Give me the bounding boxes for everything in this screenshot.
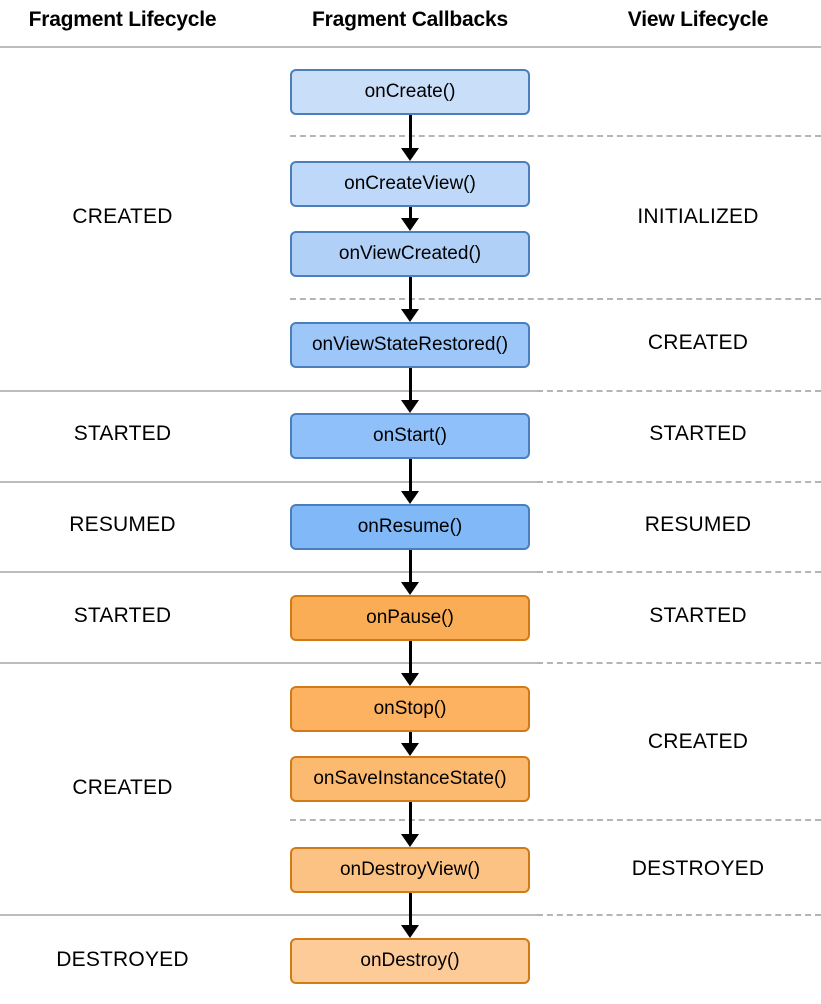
arrow-line-3	[409, 368, 412, 400]
header-fragment-callbacks: Fragment Callbacks	[312, 8, 508, 31]
arrow-line-9	[409, 893, 412, 925]
arrow-head-icon-7	[401, 743, 419, 756]
view-state-started-2: STARTED	[649, 422, 747, 445]
arrow-line-8	[409, 802, 412, 834]
arrow-line-2	[409, 277, 412, 309]
fragment-state-separator-1	[0, 481, 537, 483]
header-fragment-lifecycle: Fragment Lifecycle	[28, 8, 217, 31]
arrow-line-5	[409, 550, 412, 582]
callback-box-onstop[interactable]: onStop()	[290, 686, 530, 732]
view-state-resumed-3: RESUMED	[644, 513, 752, 536]
fragment-state-destroyed-5: DESTROYED	[56, 948, 189, 971]
callback-box-onstart[interactable]: onStart()	[290, 413, 530, 459]
arrow-head-icon-2	[401, 309, 419, 322]
arrow-head-icon-6	[401, 673, 419, 686]
header-divider	[0, 46, 821, 48]
view-state-initialized-0: INITIALIZED	[637, 205, 759, 228]
view-state-destroyed-6: DESTROYED	[631, 857, 765, 880]
fragment-state-started-1: STARTED	[73, 422, 172, 445]
view-state-separator-7	[537, 914, 821, 916]
view-state-separator-5	[537, 662, 821, 664]
arrow-head-icon-4	[401, 491, 419, 504]
arrow-line-1	[409, 207, 412, 218]
fragment-state-separator-2	[0, 571, 537, 573]
header-view-lifecycle: View Lifecycle	[627, 8, 769, 31]
callback-box-oncreateview[interactable]: onCreateView()	[290, 161, 530, 207]
view-state-started-4: STARTED	[649, 604, 747, 627]
callback-box-onresume[interactable]: onResume()	[290, 504, 530, 550]
arrow-line-7	[409, 732, 412, 743]
fragment-state-created-0: CREATED	[72, 205, 173, 228]
arrow-head-icon-8	[401, 834, 419, 847]
callback-box-onsaveinstancestate[interactable]: onSaveInstanceState()	[290, 756, 530, 802]
fragment-state-separator-3	[0, 662, 537, 664]
column-headers: Fragment Lifecycle Fragment Callbacks Vi…	[0, 0, 821, 47]
arrow-head-icon-5	[401, 582, 419, 595]
view-state-separator-4	[537, 571, 821, 573]
view-state-created-5: CREATED	[647, 730, 749, 753]
view-state-separator-0	[290, 135, 821, 137]
view-state-separator-2	[537, 390, 821, 392]
view-state-separator-3	[537, 481, 821, 483]
arrow-head-icon-3	[401, 400, 419, 413]
callback-box-onpause[interactable]: onPause()	[290, 595, 530, 641]
fragment-state-separator-0	[0, 390, 537, 392]
view-state-created-1: CREATED	[647, 331, 749, 354]
arrow-line-4	[409, 459, 412, 491]
callback-box-onviewcreated[interactable]: onViewCreated()	[290, 231, 530, 277]
view-state-separator-1	[290, 298, 821, 300]
arrow-line-0	[409, 115, 412, 148]
arrow-line-6	[409, 641, 412, 673]
callback-box-oncreate[interactable]: onCreate()	[290, 69, 530, 115]
arrow-head-icon-0	[401, 148, 419, 161]
fragment-state-separator-4	[0, 914, 537, 916]
fragment-state-started-3: STARTED	[73, 604, 172, 627]
callback-box-onviewstaterestored[interactable]: onViewStateRestored()	[290, 322, 530, 368]
fragment-state-created-4: CREATED	[72, 776, 173, 799]
callback-box-ondestroy[interactable]: onDestroy()	[290, 938, 530, 984]
arrow-head-icon-9	[401, 925, 419, 938]
arrow-head-icon-1	[401, 218, 419, 231]
view-state-separator-6	[290, 819, 821, 821]
callback-box-ondestroyview[interactable]: onDestroyView()	[290, 847, 530, 893]
fragment-state-resumed-2: RESUMED	[69, 513, 176, 536]
